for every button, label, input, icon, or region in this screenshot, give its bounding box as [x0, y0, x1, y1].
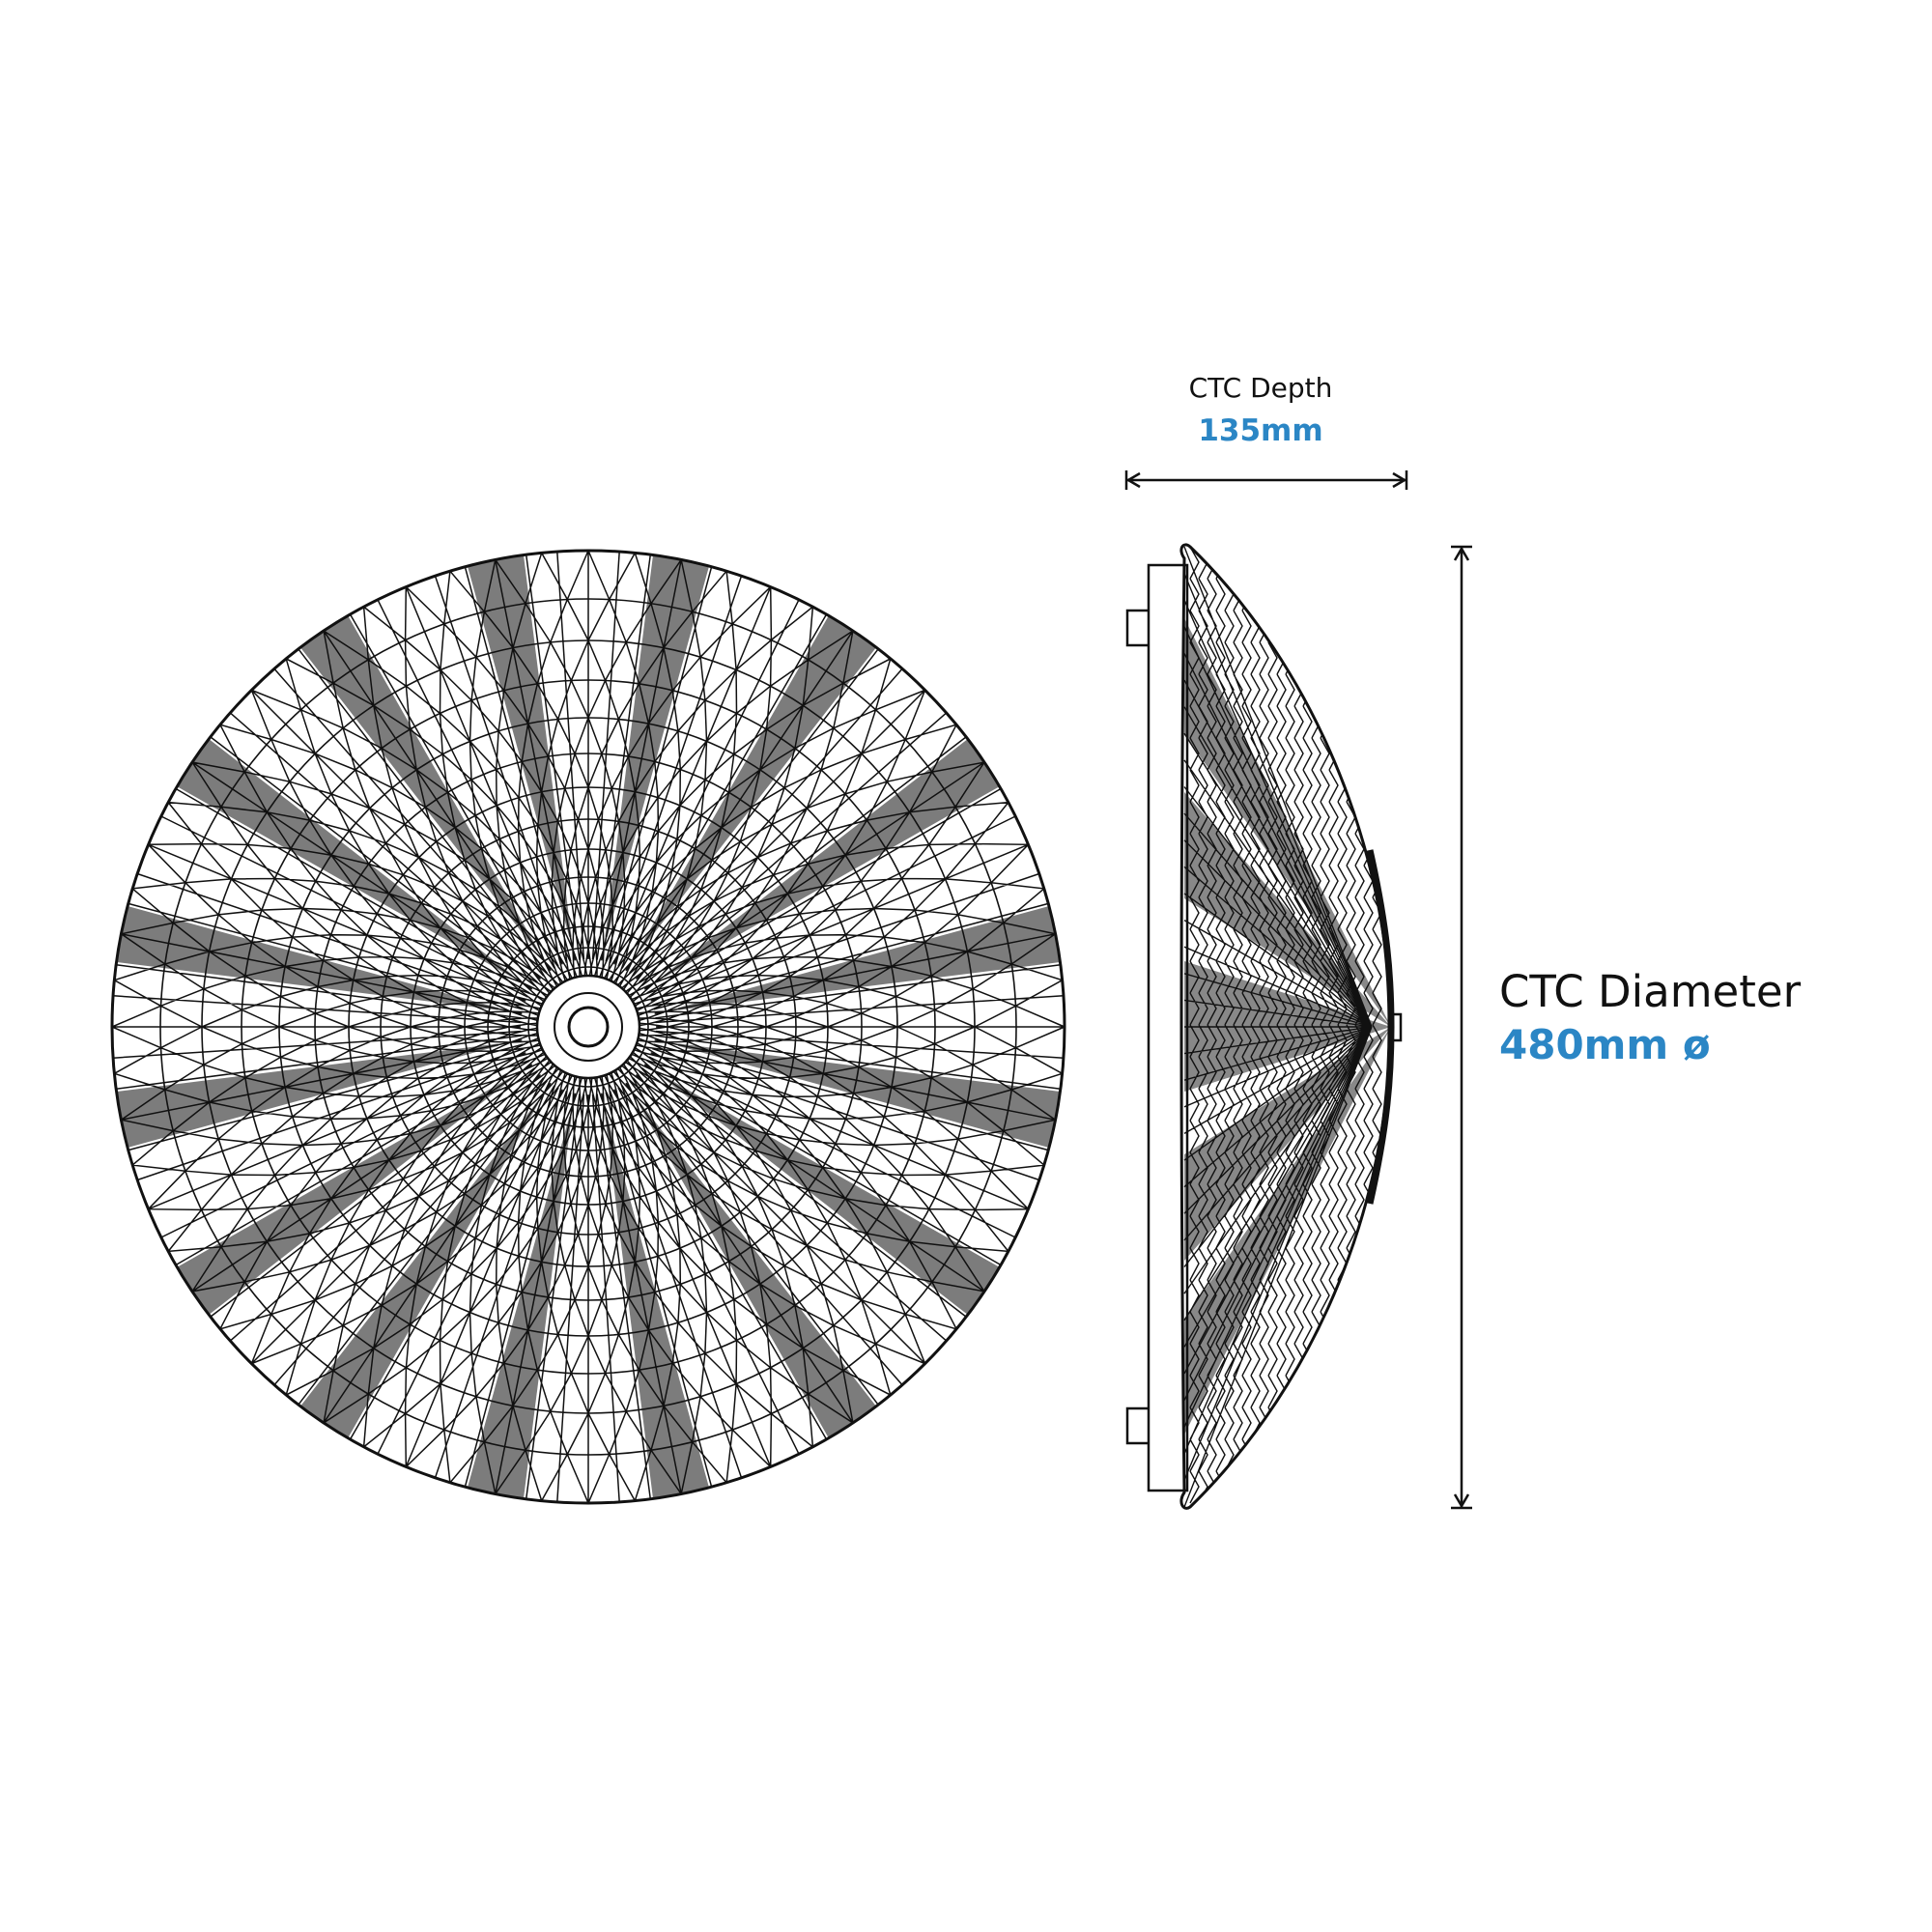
center-hole — [567, 1006, 610, 1048]
diameter-value: 480mm ø — [1499, 1021, 1711, 1068]
dense-spoke — [677, 1043, 1061, 1148]
side-dense-band — [1184, 1027, 1391, 1261]
depth-arrow-left — [1125, 471, 1141, 489]
side-dense-band — [1184, 961, 1391, 1092]
dense-spoke — [116, 906, 499, 1010]
lattice-ring — [487, 925, 690, 1128]
front-view-lattice-shade — [110, 549, 1066, 1505]
center-hub-ring — [554, 992, 623, 1062]
dome-outline — [1179, 543, 1393, 1510]
lattice-ring — [380, 818, 797, 1236]
side-view-profile — [1125, 543, 1403, 1510]
side-dense-bands — [1184, 618, 1391, 1435]
lattice-ring — [527, 966, 649, 1088]
lattice-ring — [348, 786, 829, 1267]
lattice-ring — [159, 598, 1017, 1456]
dense-spoke — [116, 1043, 499, 1148]
side-dense-band — [1184, 792, 1391, 1027]
dense-spoke — [300, 1102, 539, 1438]
dense-spoke — [468, 554, 572, 938]
lattice-ring — [410, 848, 767, 1206]
lattice-ring — [241, 679, 936, 1375]
mounting-plate — [1147, 563, 1189, 1492]
dense-spoke — [605, 1116, 709, 1499]
diameter-title: CTC Diameter — [1499, 966, 1802, 1017]
lattice-ring — [508, 947, 668, 1107]
side-dense-band — [1184, 618, 1391, 1027]
lattice-ring — [438, 876, 739, 1178]
lattice-ring — [464, 902, 713, 1151]
diameter-arrow-top — [1453, 546, 1470, 561]
dense-spoke — [468, 1116, 572, 1499]
dense-spoke — [177, 1076, 513, 1315]
center-nub — [1391, 1012, 1403, 1042]
dense-spoke — [638, 1102, 876, 1438]
depth-value: 135mm — [1198, 413, 1323, 448]
depth-arrow-right — [1392, 471, 1407, 489]
dimension-lines — [1124, 470, 1472, 1510]
side-lattice — [1183, 546, 1391, 1508]
dense-spoke — [177, 739, 513, 978]
dense-spoke — [300, 615, 539, 952]
lattice-ring — [201, 639, 976, 1414]
lattice-ring — [314, 753, 863, 1301]
mounting-clip-bottom — [1125, 1406, 1149, 1445]
dense-spoke — [664, 1076, 1000, 1315]
mounting-clip-top — [1125, 609, 1149, 647]
dense-spoke — [638, 615, 876, 952]
dense-spoke — [664, 739, 1000, 978]
depth-title: CTC Depth — [1188, 372, 1333, 404]
lattice-pattern — [112, 551, 1065, 1503]
diameter-arrow-bottom — [1453, 1493, 1470, 1509]
lattice-ring — [278, 717, 898, 1337]
disc-outline — [110, 549, 1066, 1505]
dense-spoke — [605, 554, 709, 938]
lattice-spokes — [116, 554, 1061, 1499]
dense-spoke — [677, 906, 1061, 1010]
dome-edge-shadow — [1366, 849, 1395, 1205]
side-dense-band — [1184, 1027, 1391, 1435]
